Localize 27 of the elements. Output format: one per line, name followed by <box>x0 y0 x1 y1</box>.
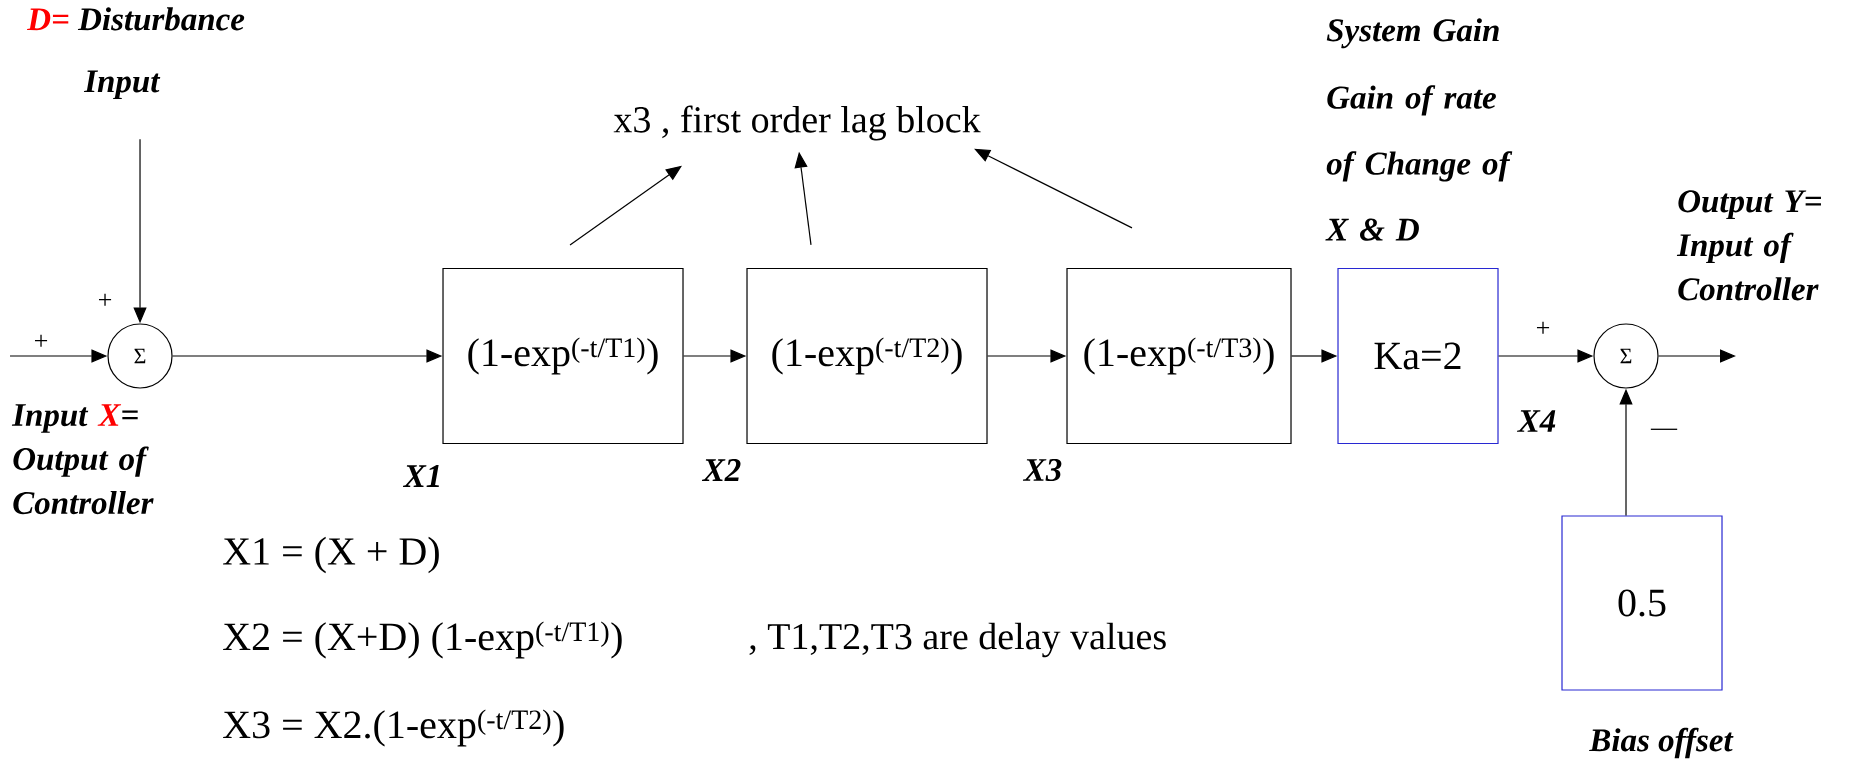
transfer-block: (1-exp$^{(-t/T1)}$) <box>442 267 684 445</box>
caption-text: System Gain <box>1326 18 1499 49</box>
signal-label: X3 <box>1022 458 1062 482</box>
gain-block: 0.5 <box>1561 515 1723 691</box>
caption-text: Gain of rate of Change of X & D <box>1325 85 1513 241</box>
sign-label: + <box>99 293 112 306</box>
signal-label: X4 <box>1516 410 1556 432</box>
signal-label: X1 <box>402 465 439 487</box>
arrow <box>974 148 1133 229</box>
caption-text: Bias offset <box>1589 727 1734 759</box>
transfer-block: (1-exp$^{(-t/T2)}$) <box>746 267 988 445</box>
transfer-block: (1-exp$^{(-t/T3)}$) <box>1066 267 1292 445</box>
signal-label: X2 <box>701 459 741 481</box>
equation: X3 = X2.(1-exp$^{(-t/T2)}$) <box>223 709 564 747</box>
equation: X2 = (X+D) (1-exp$^{(-t/T1)}$) <box>223 621 622 659</box>
summing-junction: Σ <box>1593 323 1659 389</box>
input-label: Input X= Output of Controller <box>11 404 154 515</box>
sign-label: + <box>35 334 48 347</box>
sign-label: + <box>1537 321 1550 334</box>
note-text: , T1,T2,T3 are delay values <box>749 622 1166 658</box>
annotation-text: x3 , first order lag block <box>613 105 981 141</box>
output-label: Output Y= Input of Controller <box>1676 190 1821 301</box>
sign-label: — <box>1650 428 1678 430</box>
gain-block: Ka=2 <box>1337 267 1499 445</box>
equation: X1 = (X + D) <box>223 536 439 574</box>
summing-junction: Σ <box>107 323 173 389</box>
input-label: D= Disturbance Input <box>27 7 245 100</box>
